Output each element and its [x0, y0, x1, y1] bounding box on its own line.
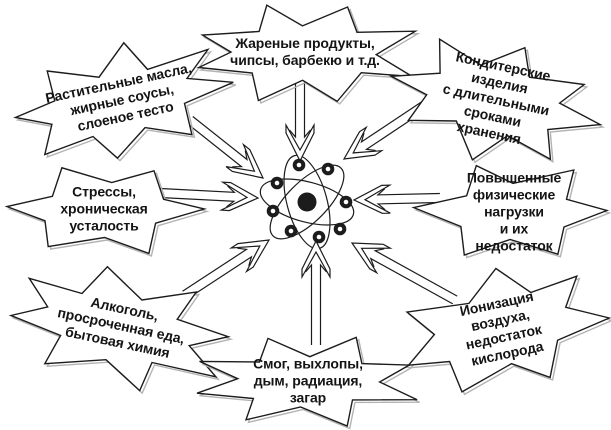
factor-burst-top-right — [388, 37, 606, 164]
factor-burst-bottom-right — [405, 267, 611, 396]
electron-icon — [339, 195, 353, 209]
arrow-top-left — [186, 116, 265, 179]
factor-burst-middle-left — [4, 166, 210, 257]
electron-icon — [266, 204, 280, 218]
factor-burst-middle-right — [411, 164, 611, 259]
arrow-bottom-center — [301, 239, 331, 345]
factor-burst-top-center — [196, 4, 421, 105]
electron-icon — [312, 230, 326, 244]
electron-icon — [333, 222, 347, 236]
arrow-bottom-left — [182, 239, 271, 300]
arrow-top-center — [285, 75, 315, 163]
arrow-bottom-right — [350, 242, 458, 305]
arrow-middle-left — [159, 181, 260, 212]
electron-icon — [284, 224, 298, 238]
electron-icon — [321, 162, 335, 176]
factor-burst-top-left — [13, 41, 237, 162]
factor-burst-bottom-center — [196, 336, 420, 430]
electron-icon — [270, 176, 284, 190]
atom-icon — [266, 158, 353, 244]
factor-burst-bottom-left — [8, 265, 234, 395]
arrow-middle-right — [352, 184, 441, 214]
electron-icon — [292, 158, 306, 172]
